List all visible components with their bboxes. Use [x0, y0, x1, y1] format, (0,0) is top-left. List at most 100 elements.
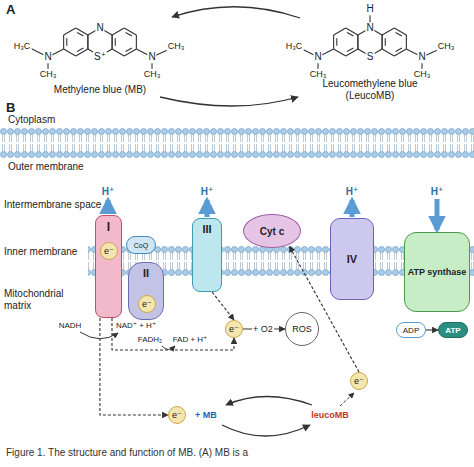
panel-letter: B [6, 101, 15, 116]
electron-circle: e⁻ [168, 406, 186, 424]
complex-box: Ie⁻ [95, 215, 122, 318]
chemical-bond [112, 28, 124, 35]
text-label: H⁺ [431, 186, 444, 198]
node-text: e⁻ [229, 324, 239, 334]
chemical-bond [77, 48, 83, 52]
chemical-bond [336, 38, 337, 45]
electron-flow-arrow [426, 329, 438, 330]
chemical-bond [346, 49, 358, 56]
chemical-bond [124, 28, 136, 35]
chemical-bond [126, 32, 132, 36]
atom-label: CH₃ [143, 69, 162, 79]
atom-label: N [313, 51, 322, 63]
proton-arrow [205, 200, 210, 217]
chemical-bond [64, 28, 76, 35]
atom-label: H₃C [13, 41, 32, 51]
atom-label: S⁺ [93, 51, 107, 63]
chemical-bond [394, 49, 406, 56]
molecule-structures [30, 13, 442, 70]
text-label: H⁺ [201, 186, 214, 198]
proton-arrow [350, 200, 355, 217]
electron-flow-arrow [100, 318, 168, 415]
chemical-bond [76, 28, 88, 35]
text-label: FADH₂ [138, 335, 162, 344]
reaction-arrow [162, 346, 175, 350]
atom-label: CH₃ [167, 41, 186, 51]
chemical-bond [396, 48, 402, 52]
electron-circle: e⁻ [225, 320, 243, 338]
chemical-bond [112, 35, 113, 49]
node-text: IV [347, 253, 357, 265]
chemical-bond [346, 28, 358, 35]
chemical-bond [87, 35, 88, 49]
complex-box: ATP [438, 322, 468, 338]
atom-label: CH₃ [437, 41, 456, 51]
complex-box: II e⁻ [128, 262, 164, 320]
complex-box: IV [330, 218, 374, 300]
cycle-arrow [222, 425, 310, 436]
chemical-bond [357, 35, 358, 49]
text-label: Inner membrane [4, 246, 86, 258]
text-label: Mitochondrial matrix [4, 288, 86, 311]
electron-circle: e⁻ [350, 372, 368, 390]
electron-flow-arrow [212, 292, 234, 320]
text-label: H⁺ [346, 186, 359, 198]
text-label: Intermembrane space [4, 199, 101, 211]
chemical-bond [126, 48, 132, 52]
chemical-bond [394, 28, 406, 35]
chemical-bond [357, 35, 358, 49]
atom-label: N [365, 22, 374, 34]
text-label: + MB [195, 410, 217, 420]
atom-label: N [95, 22, 104, 34]
proton-arrow [106, 200, 111, 214]
outer-membrane [0, 128, 474, 158]
complex-box: III [192, 218, 222, 292]
chemical-bond [347, 32, 353, 36]
chemical-bond [382, 49, 394, 56]
chemical-bond [112, 49, 124, 56]
node-text: e⁻ [354, 376, 364, 386]
chemical-bond [87, 35, 88, 49]
text-label: Leucomethylene blue (LeucoMB) [308, 78, 433, 101]
electron-flow-arrow [112, 318, 234, 350]
chemical-bond [124, 49, 136, 56]
electron-arrow [340, 393, 354, 406]
chemical-bond [385, 38, 386, 45]
node-text: e⁻ [172, 410, 182, 420]
node-text: II [143, 267, 149, 279]
text-label: Outer membrane [8, 161, 84, 173]
chemical-bond [382, 35, 383, 49]
panel-letter: A [6, 3, 15, 18]
node-text: I [107, 220, 110, 234]
cycle-arrow [226, 397, 312, 406]
chemical-bond [334, 28, 346, 35]
chemical-bond [112, 35, 113, 49]
chemical-bond [382, 35, 383, 49]
complex-box: ADP [396, 322, 426, 338]
node-text: ADP [403, 326, 419, 335]
redox-arrow [172, 7, 300, 18]
atom-label: N [43, 51, 52, 63]
node-text: Cyt c [260, 226, 284, 237]
chemical-bond [64, 49, 76, 56]
chemical-bond [406, 35, 407, 49]
node-text: ATP synthase [408, 267, 467, 277]
atom-label: H [365, 3, 374, 15]
redox-arrow [160, 97, 298, 106]
chemical-bond [77, 32, 83, 36]
chemical-bond [396, 32, 402, 36]
electron-circle: e⁻ [138, 295, 156, 313]
complex-box: ATP synthase [404, 232, 470, 312]
atom-label: S [366, 51, 375, 63]
atom-label: H₃C [285, 41, 304, 51]
chemical-bond [136, 35, 137, 49]
atom-label: CH₃ [39, 69, 58, 79]
node-text: ROS [292, 324, 312, 334]
chemical-bond [66, 38, 67, 45]
chemical-bond [347, 48, 353, 52]
node-text: e⁻ [104, 246, 114, 256]
chemical-bond [76, 49, 88, 56]
text-label: H⁺ [102, 186, 115, 198]
figure-caption: Figure 1. The structure and function of … [6, 447, 468, 459]
